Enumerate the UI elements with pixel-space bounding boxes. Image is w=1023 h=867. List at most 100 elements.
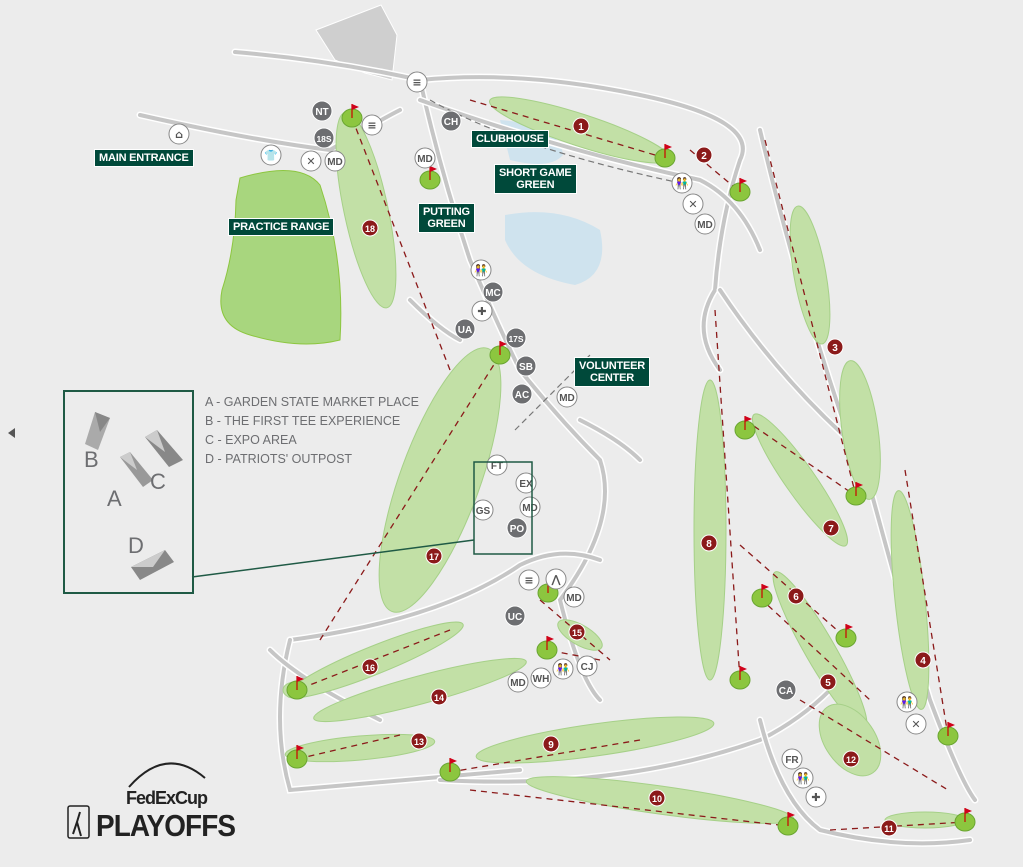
hole-marker-circle: [914, 651, 932, 669]
hole-marker-11: 11: [880, 819, 898, 837]
poi-code: EX: [519, 479, 533, 490]
icon-circle: [545, 568, 567, 590]
poi-md: MD: [414, 147, 436, 169]
restroom-icon: 👫: [671, 172, 693, 194]
hole-marker-circle: [819, 673, 837, 691]
fairway: [890, 490, 930, 710]
poi-circle: [414, 147, 436, 169]
poi-md: MD: [556, 386, 578, 408]
poi-code: NT: [315, 107, 328, 118]
hole-marker-10: 10: [648, 789, 666, 807]
hole-marker-circle: [425, 547, 443, 565]
hole-marker-16: 16: [361, 658, 379, 676]
icon-glyph: ≡: [367, 119, 376, 132]
icon-circle: [300, 150, 322, 172]
road: [438, 688, 832, 784]
hole-route: [469, 789, 789, 827]
flag-icon: [500, 341, 507, 347]
logo-fedexcup: FedExCup: [126, 788, 208, 808]
inset-area-box: [473, 461, 533, 555]
poi-circle: [505, 327, 527, 349]
flag-icon: [665, 144, 672, 150]
hole-number: 1: [578, 122, 584, 133]
poi-code: AC: [515, 390, 529, 401]
fairway: [789, 205, 831, 345]
poi-circle: [556, 386, 578, 408]
icon-glyph: ≡: [412, 76, 421, 89]
hole-marker-circle: [648, 789, 666, 807]
building-c: [145, 430, 183, 467]
hole-marker-circle: [568, 623, 586, 641]
poi-md: MD: [324, 150, 346, 172]
hole-number: 18: [365, 224, 375, 234]
icon-circle: [896, 691, 918, 713]
icon-circle: [260, 144, 282, 166]
poi-code: FR: [785, 755, 799, 766]
poi-code: MD: [510, 678, 526, 689]
fairway: [378, 347, 502, 613]
hole-marker-5: 5: [819, 673, 837, 691]
poi-circle: [454, 318, 476, 340]
building-d: [131, 550, 174, 580]
poi-code: WH: [533, 674, 550, 685]
icon-glyph: ✕: [306, 155, 315, 168]
food-icon: ✕: [682, 193, 704, 215]
poi-code: CA: [779, 686, 793, 697]
poi-ac: AC: [511, 383, 533, 405]
grandstand-icon: ≡: [518, 569, 540, 591]
restroom-icon: 👫: [470, 259, 492, 281]
poi-circle: [781, 748, 803, 770]
road: [288, 551, 602, 642]
inset-leader-line: [191, 539, 475, 578]
fairway: [313, 657, 527, 723]
icon-glyph: ✚: [811, 791, 820, 804]
cart-path: [429, 99, 691, 186]
flag-icon: [450, 758, 457, 764]
poi-circle: [519, 496, 541, 518]
hole-route: [904, 469, 949, 737]
fairway: [475, 716, 715, 764]
hole-number: 5: [825, 678, 831, 689]
legend-item-a: A - GARDEN STATE MARKET PLACE: [205, 395, 419, 409]
hole-marker-6: 6: [787, 587, 805, 605]
label-practice-range: PRACTICE RANGE: [228, 218, 335, 236]
poi-wh: WH: [530, 667, 552, 689]
hole-route: [714, 309, 741, 681]
hole-marker-18: 18: [361, 219, 379, 237]
parking-lot: [315, 4, 398, 81]
hole-route: [744, 419, 857, 497]
hole-marker-9: 9: [542, 735, 560, 753]
building-b: [85, 412, 110, 450]
building-a: [120, 452, 153, 487]
previous-arrow-icon[interactable]: [8, 428, 15, 438]
icon-glyph: 👫: [796, 772, 810, 785]
hole-number: 10: [652, 794, 662, 804]
poi-code: FT: [491, 461, 503, 472]
icon-circle: [361, 114, 383, 136]
practice-range-area: [220, 169, 342, 345]
hole-number: 7: [828, 524, 834, 535]
poi-circle: [507, 671, 529, 693]
logo-graphics: [67, 762, 206, 839]
road: [418, 98, 762, 252]
hole-marker-circle: [572, 117, 590, 135]
poi-ua: UA: [454, 318, 476, 340]
poi-gs: GS: [472, 499, 494, 521]
hole-marker-circle: [787, 587, 805, 605]
hole-route: [319, 354, 501, 641]
flag-icon: [948, 722, 955, 728]
grandstand-icon: ≡: [406, 71, 428, 93]
icon-circle: [671, 172, 693, 194]
hole-number: 14: [434, 693, 444, 703]
inset-letter-a: A: [107, 486, 122, 511]
poi-ca: CA: [775, 679, 797, 701]
poi-code: PO: [510, 524, 525, 535]
poi-fr: FR: [781, 748, 803, 770]
hole-marker-12: 12: [842, 750, 860, 768]
icon-glyph: ✕: [911, 718, 920, 731]
fairway: [839, 360, 881, 500]
poi-mc: MC: [482, 281, 504, 303]
poi-po: PO: [506, 517, 528, 539]
poi-circle: [440, 110, 462, 132]
flag-icon: [352, 104, 359, 110]
